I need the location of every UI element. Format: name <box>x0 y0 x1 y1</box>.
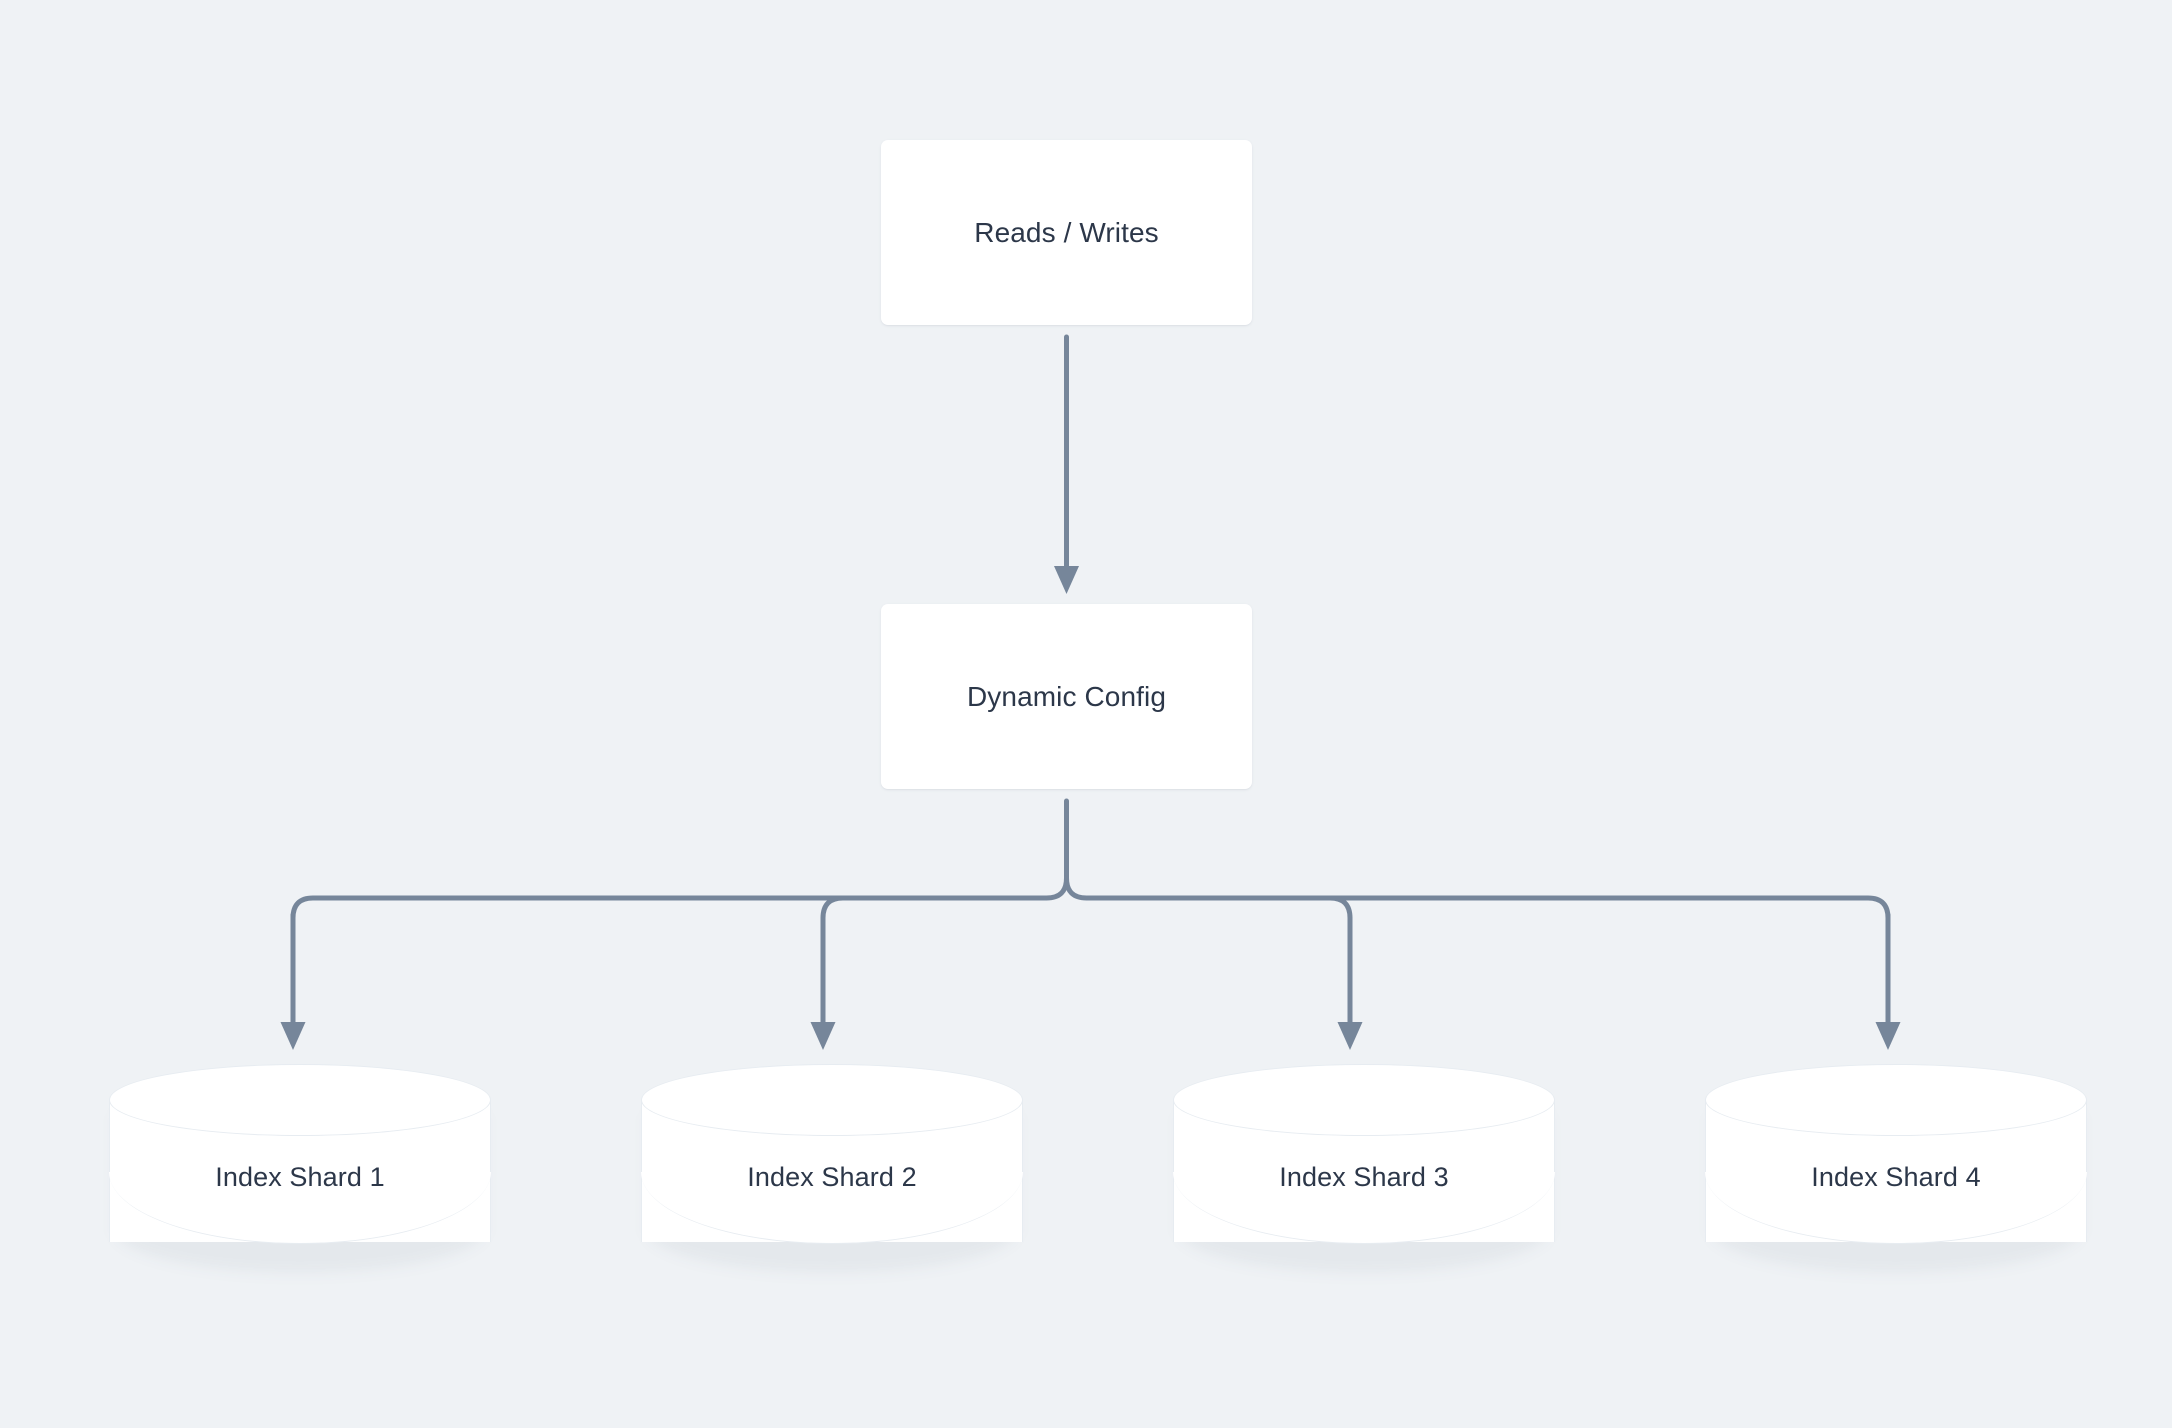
node-dynamic-config[interactable]: Dynamic Config <box>881 604 1252 789</box>
node-label: Dynamic Config <box>966 680 1167 712</box>
edge-fillet <box>820 895 846 921</box>
edge-fillet <box>1327 895 1353 921</box>
node-label: Reads / Writes <box>974 216 1159 248</box>
node-label: Index Shard 3 <box>1279 1162 1449 1192</box>
edge-dynamic-config-to-index-shard-4 <box>1875 912 1901 1050</box>
edge-dynamic-config-to-index-shard-2 <box>810 895 846 1050</box>
cylinder-top-ellipse <box>109 1064 491 1136</box>
bus-left <box>290 875 1069 921</box>
node-label: Index Shard 1 <box>215 1162 385 1192</box>
arrowhead-icon <box>280 1022 306 1050</box>
cylinder-top-ellipse <box>1173 1064 1555 1136</box>
node-index-shard-3[interactable]: Index Shard 3 <box>1173 1064 1555 1277</box>
arrowhead-icon <box>1337 1022 1363 1050</box>
node-index-shard-4[interactable]: Index Shard 4 <box>1705 1064 2087 1277</box>
node-index-shard-2[interactable]: Index Shard 2 <box>641 1064 1023 1277</box>
node-reads-writes[interactable]: Reads / Writes <box>881 140 1252 325</box>
arrowhead-icon <box>1054 566 1079 594</box>
node-label: Index Shard 4 <box>1811 1162 1981 1192</box>
cylinder-top-ellipse <box>641 1064 1023 1136</box>
arrowhead-icon <box>810 1022 836 1050</box>
edge-dynamic-config-to-index-shard-1 <box>280 912 306 1050</box>
bus-right <box>1064 875 1891 921</box>
edge-dynamic-config-to-index-shard-3 <box>1327 895 1363 1050</box>
edge-fanout-bus <box>290 798 1891 921</box>
node-label: Index Shard 2 <box>747 1162 917 1192</box>
arrowhead-icon <box>1875 1022 1901 1050</box>
edge-reads-writes-to-dynamic-config <box>1054 334 1079 594</box>
node-index-shard-1[interactable]: Index Shard 1 <box>109 1064 491 1277</box>
cylinder-top-ellipse <box>1705 1064 2087 1136</box>
